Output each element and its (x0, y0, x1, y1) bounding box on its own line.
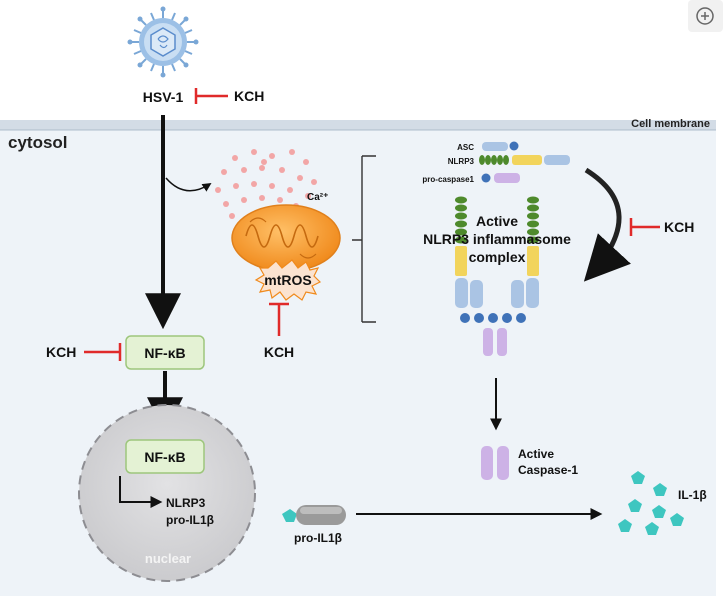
inflammasome-title-2: NLRP3 inflammasome (423, 231, 571, 247)
legend-asc: ASC (457, 143, 474, 152)
nfkb-box-cytosol (125, 335, 205, 370)
kch-label-mtros: KCH (264, 344, 294, 360)
il1b-icon (618, 471, 684, 535)
legend-nlrp3: NLRP3 (448, 157, 475, 166)
inhibit-nfkb (84, 343, 122, 361)
mitochondrion-icon (231, 204, 341, 272)
inhibit-mtros (269, 302, 289, 336)
virus-icon (127, 6, 199, 78)
gene-pro-il1b: pro-IL1β (166, 513, 214, 527)
virus-label: HSV-1 (143, 89, 184, 105)
nfkb-label-cytosol: NF-κB (144, 345, 185, 361)
assembly-arrow (583, 167, 631, 282)
inflammasome-title-1: Active (476, 213, 518, 229)
zoom-in-icon[interactable] (688, 0, 723, 32)
mtros-burst (254, 259, 322, 301)
inhibit-assembly (629, 218, 660, 236)
inflammasome-complex-icon (455, 196, 539, 356)
calcium-dots (215, 149, 317, 219)
calcium-label: Ca²⁺ (307, 192, 328, 203)
membrane-label: Cell membrane (631, 118, 710, 130)
nfkb-label-nucleus: NF-κB (144, 449, 185, 465)
pro-il1b-label: pro-IL1β (294, 531, 342, 545)
kch-label-nfkb: KCH (46, 344, 76, 360)
kch-label-right: KCH (664, 219, 694, 235)
nfkb-box-nucleus (125, 439, 205, 474)
active-caspase-icon (481, 446, 509, 480)
legend-pro-caspase1: pro-caspase1 (422, 175, 474, 184)
curved-arrow-to-mito (165, 177, 212, 192)
cytosol-label: cytosol (8, 133, 68, 152)
mtros-label: mtROS (264, 272, 311, 288)
inhibit-virus (194, 88, 228, 104)
transcription-arrow (119, 476, 163, 508)
inflammasome-legend: ASC NLRP3 pro-caspase1 (422, 141, 570, 184)
inflammasome-title-3: complex (469, 249, 526, 265)
caspase-label-2: Caspase-1 (518, 463, 578, 477)
nucleus-label: nuclear (145, 551, 191, 566)
gene-nlrp3: NLRP3 (166, 496, 206, 510)
caspase-label-1: Active (518, 447, 554, 461)
kch-label-virus: KCH (234, 88, 264, 104)
nucleus (78, 404, 256, 582)
il1b-label: IL-1β (678, 488, 707, 502)
cell-membrane (0, 120, 716, 130)
pro-il1b-icon (282, 505, 346, 525)
bracket (352, 155, 376, 323)
